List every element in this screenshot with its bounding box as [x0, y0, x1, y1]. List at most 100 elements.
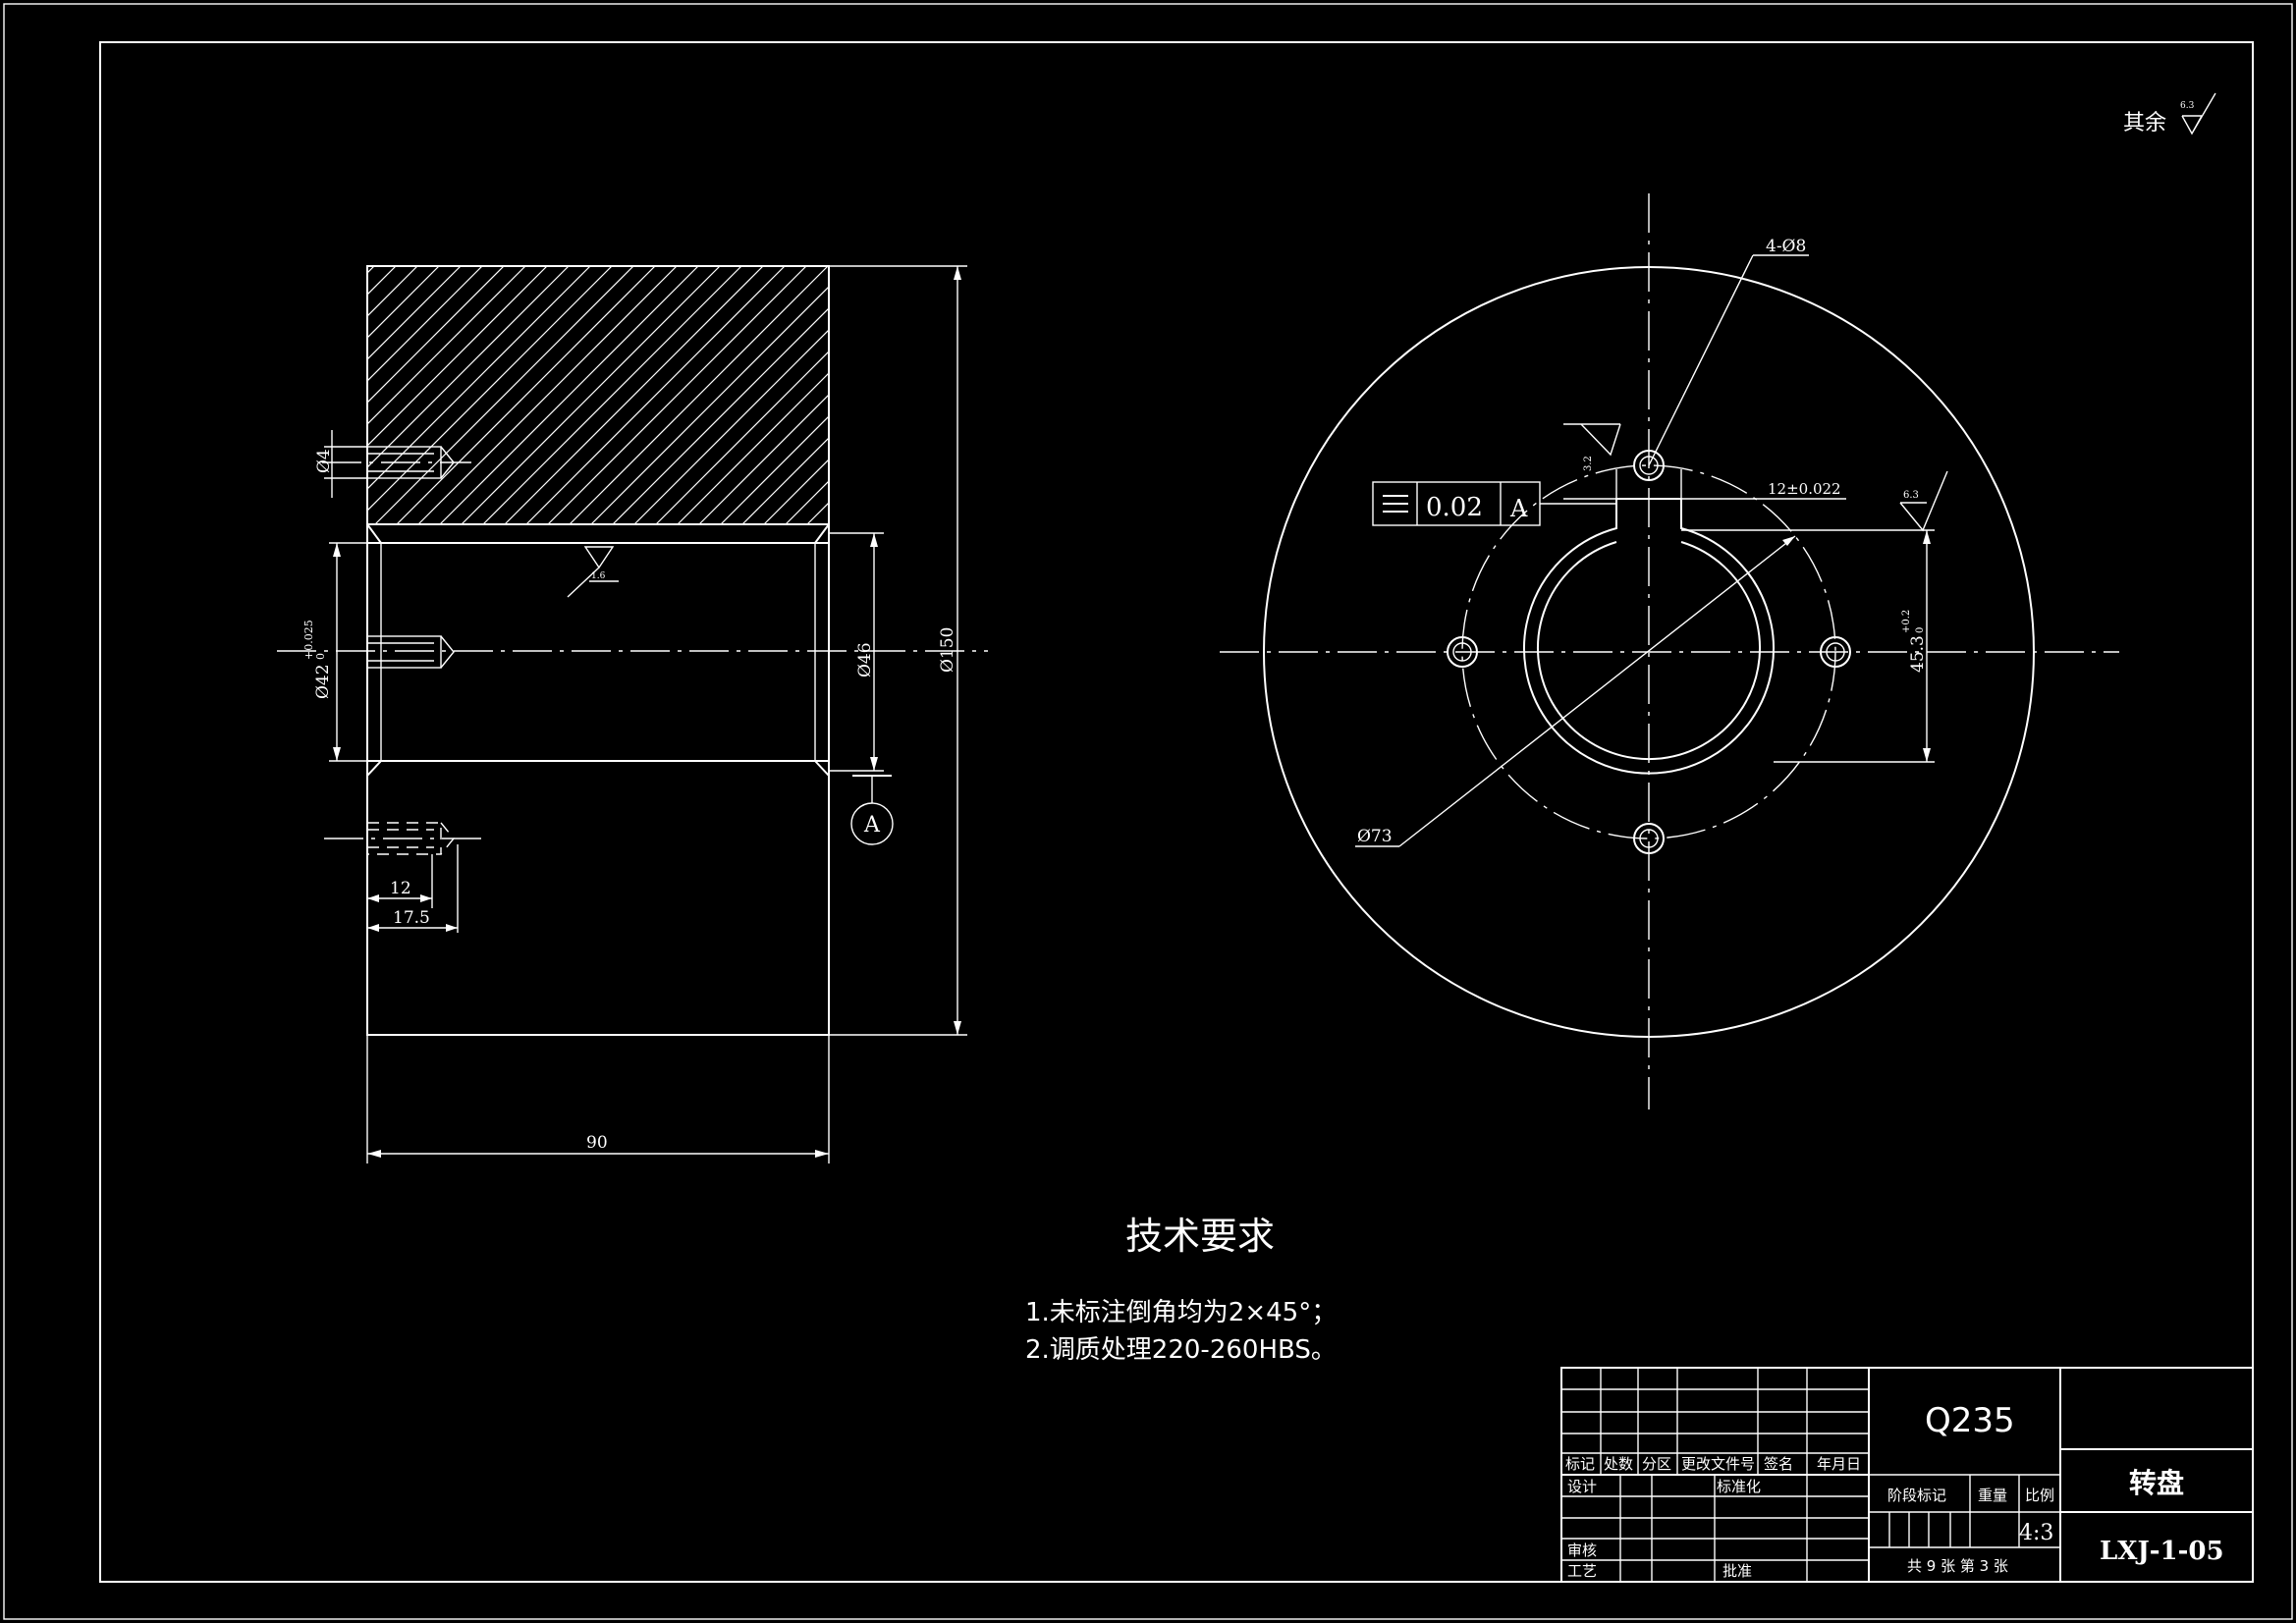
tech-req-item-1: 1.未标注倒角均为2×45°；	[1025, 1298, 1337, 1327]
tech-req-item-2: 2.调质处理220-260HBS。	[1025, 1335, 1337, 1365]
roughness-bore: 1.6	[567, 546, 619, 598]
hatch-line	[1066, 266, 1325, 524]
hatch-line	[612, 307, 829, 524]
keyway-bore	[1523, 498, 1775, 775]
hatch-line	[569, 266, 829, 524]
hatch-line	[504, 266, 764, 524]
dim-hole-depth: 12 17.5	[366, 844, 459, 933]
material: Q235	[1925, 1401, 2015, 1440]
hatch-line	[525, 266, 786, 524]
approve-label: 批准	[1722, 1562, 1752, 1580]
hatch-line	[1045, 266, 1303, 524]
dim-bore: Ø42 +0.025 0	[302, 542, 381, 762]
hatch-line	[367, 266, 483, 382]
hatch-line	[73, 266, 331, 524]
hatch-line	[1002, 266, 1260, 524]
dim-key-width: 12±0.022	[1563, 469, 1846, 500]
threaded-hole-mid	[366, 635, 455, 669]
hatch-line	[720, 415, 829, 524]
hatch-line	[1110, 266, 1368, 524]
front-view: Ø4 Ø42 +0.025 0 Ø46 Ø150 90	[73, 265, 1390, 1163]
hatch-line	[1023, 266, 1282, 524]
hatch-line	[850, 266, 1109, 524]
header-sign: 签名	[1764, 1455, 1793, 1473]
dim-pitch-circle-text: Ø73	[1357, 827, 1393, 846]
datum-a: A	[850, 775, 894, 845]
surface-finish-value: 6.3	[2180, 101, 2195, 111]
threaded-hole-bottom	[324, 822, 483, 855]
dim-bore-text: Ø42	[313, 664, 333, 699]
dim-inner-text: Ø46	[855, 642, 875, 677]
hatch-line	[374, 266, 634, 524]
tech-requirements: 技术要求 1.未标注倒角均为2×45°； 2.调质处理220-260HBS。	[1025, 1215, 1337, 1365]
hatch-line	[785, 480, 829, 524]
dim-bore-tol-lower: 0	[314, 653, 327, 660]
hatch-line	[367, 266, 505, 404]
dim-length-text: 90	[586, 1133, 608, 1153]
surface-finish-note: 其余 6.3	[2123, 92, 2216, 135]
hatch-line	[547, 266, 807, 524]
hatch-line	[439, 266, 699, 524]
dim-length: 90	[366, 1035, 830, 1163]
hatch-line	[367, 266, 440, 339]
threaded-hole-top	[322, 446, 471, 479]
hatch-line	[590, 286, 829, 524]
hatch-line	[1088, 266, 1346, 524]
hatch-line	[1131, 266, 1390, 524]
dim-outer-text: Ø150	[938, 627, 957, 673]
hatch-line	[367, 266, 570, 468]
scale-value: 4:3	[2019, 1521, 2053, 1545]
tolerance-frame: 0.02 A	[1372, 481, 1616, 526]
hatch-line	[655, 351, 829, 524]
header-zone: 分区	[1642, 1455, 1671, 1473]
hatch-line	[367, 266, 418, 317]
outer-border	[3, 3, 2293, 1620]
roughness-hole: 3.2	[1563, 423, 1621, 471]
sheet-count: 共 9 张 第 3 张	[1907, 1557, 2008, 1575]
dim-inner: Ø46	[829, 532, 884, 772]
hatch-line	[915, 266, 1174, 524]
tolerance-value: 0.02	[1426, 493, 1483, 522]
hatch-line	[698, 394, 829, 524]
hatch-line	[763, 459, 829, 524]
section-hatch	[73, 266, 1390, 524]
title-block: Q235 转盘 LXJ-1-05 标记 处数 分区 更改文件号 签名 年月日 设…	[1560, 1367, 2254, 1583]
datum-a-text: A	[863, 813, 881, 838]
stage-mark-label: 阶段标记	[1887, 1487, 1946, 1504]
hatch-line	[367, 266, 462, 360]
hatch-line	[937, 266, 1195, 524]
hatch-line	[633, 329, 829, 524]
roughness-bore-text: 1.6	[591, 571, 606, 581]
hatch-line	[396, 266, 656, 524]
hatch-line	[958, 266, 1217, 524]
dim-thread-text: Ø4	[314, 449, 334, 473]
dim-key-width-text: 12±0.022	[1768, 480, 1841, 498]
hatch-line	[367, 266, 613, 512]
hatch-line	[367, 266, 548, 447]
hatch-line	[367, 266, 375, 274]
dim-outer: Ø150	[829, 265, 967, 1036]
hatch-line	[367, 266, 397, 296]
hatch-line	[417, 266, 678, 524]
review-label: 审核	[1567, 1542, 1597, 1559]
scale-label: 比例	[2025, 1487, 2054, 1504]
roughness-key-text: 6.3	[1903, 490, 1919, 501]
surface-finish-label: 其余	[2123, 111, 2166, 135]
weight-label: 重量	[1978, 1487, 2007, 1504]
bolt-holes	[1447, 450, 1851, 854]
tech-req-title: 技术要求	[1125, 1215, 1275, 1258]
hatch-line	[872, 266, 1130, 524]
hatch-line	[677, 372, 829, 524]
header-count: 处数	[1604, 1455, 1633, 1473]
roughness-hole-text: 3.2	[1583, 456, 1594, 471]
dim-key-depth-tol-upper: +0.2	[1901, 610, 1912, 633]
header-change-doc: 更改文件号	[1681, 1455, 1755, 1473]
hatch-line	[367, 266, 526, 425]
tolerance-datum: A	[1509, 495, 1528, 522]
hatch-line	[367, 266, 591, 490]
design-label: 设计	[1567, 1478, 1597, 1495]
process-label: 工艺	[1567, 1562, 1597, 1580]
dim-hole-total-text: 17.5	[393, 908, 430, 928]
roughness-key: 6.3	[1899, 470, 1948, 532]
dim-thread: Ø4	[314, 430, 367, 498]
